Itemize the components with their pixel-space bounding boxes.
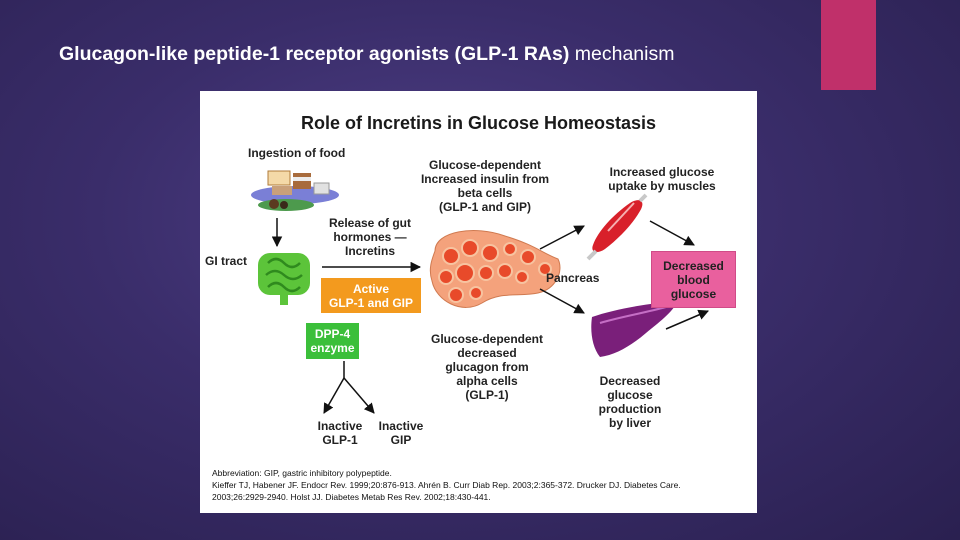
glucagon-line-2: decreased	[457, 346, 517, 360]
ingestion-label: Ingestion of food	[248, 146, 346, 160]
insulin-line-4: (GLP-1 and GIP)	[438, 200, 531, 214]
glucagon-line-5: (GLP-1)	[465, 388, 509, 402]
decreased-blood-glucose-box: Decreased blood glucose	[651, 251, 736, 308]
inactive-gip-label: Inactive GIP	[370, 419, 432, 447]
incretin-diagram: Role of Incretins in Glucose Homeostasis…	[200, 91, 757, 513]
muscle-line-1: Increased glucose	[609, 165, 715, 179]
active-line-1: Active	[352, 281, 389, 296]
decreased-line-3: glucose	[670, 286, 717, 301]
insulin-line-3: beta cells	[457, 186, 513, 200]
liver-line-4: by liver	[608, 416, 652, 430]
liver-line-3: production	[598, 402, 662, 416]
inactive-gip-line-1: Inactive	[378, 419, 424, 433]
food-icon	[251, 170, 339, 211]
slide-title: Glucagon-like peptide-1 receptor agonist…	[59, 43, 674, 66]
insulin-line-2: Increased insulin from	[420, 172, 550, 186]
slide-title-rest: mechanism	[569, 43, 675, 65]
glucagon-line-3: glucagon from	[445, 360, 529, 374]
inactive-glp1-line-1: Inactive	[317, 419, 363, 433]
insulin-label: Glucose-dependent Increased insulin from…	[410, 158, 560, 214]
inactive-gip-line-2: GIP	[390, 433, 412, 447]
reference-line-2: 2003;26:2929-2940. Holst JJ. Diabetes Me…	[212, 492, 491, 502]
gi-tract-label: GI tract	[205, 254, 248, 268]
liver-line-1: Decreased	[599, 374, 661, 388]
decreased-line-2: blood	[677, 272, 710, 287]
reference-line-1: Kieffer TJ, Habener JF. Endocr Rev. 1999…	[212, 480, 681, 490]
insulin-line-1: Glucose-dependent	[428, 158, 541, 172]
dpp4-line-1: DPP-4	[314, 327, 351, 341]
abbreviation-line-1: Abbreviation: GIP, gastric inhibitory po…	[212, 468, 392, 478]
active-glp1-gip-box: Active GLP-1 and GIP	[321, 278, 421, 313]
inactive-glp1-line-2: GLP-1	[322, 433, 358, 447]
liver-label: Decreased glucose production by liver	[580, 374, 680, 430]
pancreas-label: Pancreas	[546, 271, 600, 285]
release-line-1: Release of gut	[328, 216, 412, 230]
arrow-icon	[271, 218, 709, 414]
active-line-2: GLP-1 and GIP	[328, 295, 413, 310]
dpp4-enzyme-box: DPP-4 enzyme	[306, 323, 359, 359]
decreased-line-1: Decreased	[663, 258, 724, 273]
glucagon-line-4: alpha cells	[456, 374, 518, 388]
inactive-glp1-label: Inactive GLP-1	[310, 419, 370, 447]
slide-title-bold: Glucagon-like peptide-1 receptor agonist…	[59, 43, 570, 65]
release-label: Release of gut hormones — Incretins	[315, 216, 425, 258]
figure-title: Role of Incretins in Glucose Homeostasis	[300, 113, 657, 133]
muscle-icon	[586, 193, 648, 261]
abbreviation-note: Abbreviation: GIP, gastric inhibitory po…	[212, 467, 681, 503]
muscle-line-2: uptake by muscles	[608, 179, 716, 193]
release-line-2: hormones —	[333, 230, 407, 244]
liver-line-2: glucose	[607, 388, 653, 402]
release-line-3: Incretins	[344, 244, 395, 258]
pancreas-icon	[429, 230, 561, 308]
liver-icon	[591, 301, 678, 357]
glucagon-label: Glucose-dependent decreased glucagon fro…	[422, 332, 552, 402]
intestine-icon	[258, 253, 310, 305]
muscle-label: Increased glucose uptake by muscles	[597, 165, 727, 193]
accent-bar	[821, 0, 876, 90]
dpp4-line-2: enzyme	[310, 341, 355, 355]
glucagon-line-1: Glucose-dependent	[430, 332, 543, 346]
diagram-graphics	[251, 170, 709, 414]
